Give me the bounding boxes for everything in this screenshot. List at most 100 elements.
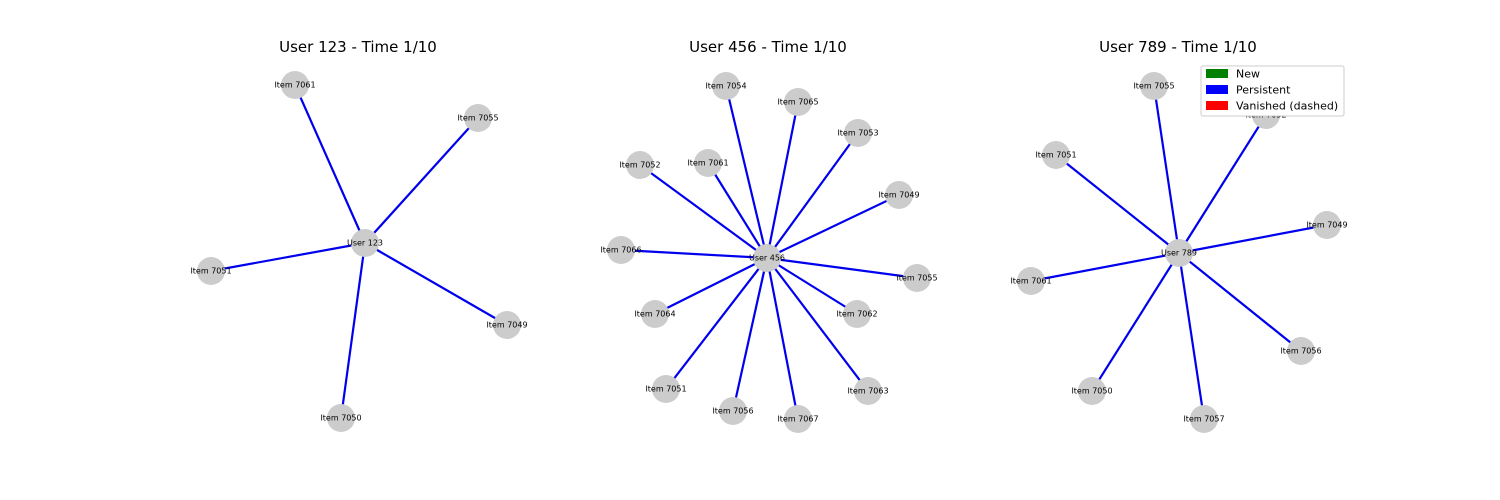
node-circle <box>784 405 812 433</box>
item-node: Item 7067 <box>777 405 819 433</box>
node-circle <box>626 151 654 179</box>
edge-persistent <box>766 194 900 259</box>
item-node: Item 7054 <box>705 72 747 100</box>
panel-title: User 789 - Time 1/10 <box>1099 38 1257 56</box>
edge-persistent <box>1177 252 1206 420</box>
node-label: Item 7055 <box>457 114 498 123</box>
node-circle <box>1042 141 1070 169</box>
legend-swatch-new <box>1206 69 1228 78</box>
node-label: Item 7061 <box>687 159 728 168</box>
node-label: Item 7061 <box>1010 277 1051 286</box>
edge-persistent <box>654 257 768 315</box>
item-node: Item 7049 <box>486 311 528 339</box>
item-node: Item 7061 <box>687 149 729 177</box>
node-label: Item 7061 <box>274 81 315 90</box>
edge-persistent <box>639 164 768 259</box>
edge-persistent <box>210 241 366 273</box>
node-circle <box>464 104 492 132</box>
item-node: Item 7057 <box>1183 405 1225 433</box>
user-node: User 456 <box>749 244 785 272</box>
node-label: Item 7063 <box>847 387 888 396</box>
edge-persistent <box>293 84 367 244</box>
node-circle <box>327 404 355 432</box>
edge-persistent <box>765 101 800 259</box>
item-node: Item 7051 <box>645 375 687 403</box>
edge-persistent <box>1091 252 1180 392</box>
edge-persistent <box>1055 154 1180 254</box>
edge-persistent <box>765 257 800 420</box>
item-node: Item 7051 <box>1035 141 1077 169</box>
edge-persistent <box>620 248 768 260</box>
item-node: Item 7064 <box>634 300 676 328</box>
node-label: User 123 <box>347 239 383 248</box>
panel-title: User 456 - Time 1/10 <box>689 38 847 56</box>
legend-frame <box>1200 65 1345 117</box>
node-label: Item 7049 <box>878 191 919 200</box>
item-node: Item 7061 <box>274 71 316 99</box>
node-label: Item 7056 <box>712 407 753 416</box>
node-circle <box>641 300 669 328</box>
node-circle <box>753 244 781 272</box>
node-circle <box>885 181 913 209</box>
node-label: Item 7051 <box>645 385 686 394</box>
node-circle <box>652 375 680 403</box>
legend-label-persistent: Persistent <box>1236 84 1291 97</box>
node-circle <box>281 71 309 99</box>
node-label: Item 7065 <box>777 98 818 107</box>
item-node: Item 7063 <box>847 377 889 405</box>
node-label: Item 7049 <box>1306 221 1347 230</box>
item-node: Item 7049 <box>1306 211 1348 239</box>
node-label: Item 7051 <box>190 267 231 276</box>
node-circle <box>719 397 747 425</box>
item-node: Item 7052 <box>619 151 661 179</box>
node-label: Item 7050 <box>1071 387 1112 396</box>
node-label: User 789 <box>1161 249 1197 258</box>
node-label: Item 7067 <box>777 415 818 424</box>
legend-swatch-persistent <box>1206 85 1228 94</box>
node-circle <box>712 72 740 100</box>
node-circle <box>844 119 872 147</box>
node-circle <box>1165 239 1193 267</box>
item-node: Item 7055 <box>1133 72 1175 100</box>
legend-label-new: New <box>1236 68 1260 81</box>
node-circle <box>197 257 225 285</box>
panel-title: User 123 - Time 1/10 <box>279 38 437 56</box>
item-node: Item 7051 <box>190 257 232 285</box>
edge-persistent <box>1178 223 1328 255</box>
item-node: Item 7055 <box>457 104 499 132</box>
node-circle <box>351 229 379 257</box>
edge-persistent <box>766 257 869 392</box>
node-label: Item 7056 <box>1280 347 1321 356</box>
item-node: Item 7050 <box>1071 377 1113 405</box>
item-node: Item 7049 <box>878 181 920 209</box>
node-circle <box>903 264 931 292</box>
item-node: Item 7050 <box>320 404 362 432</box>
item-node: Item 7055 <box>896 264 938 292</box>
node-label: Item 7064 <box>634 310 675 319</box>
item-node: Item 7056 <box>1280 337 1322 365</box>
node-circle <box>493 311 521 339</box>
item-node: Item 7065 <box>777 88 819 116</box>
node-circle <box>607 236 635 264</box>
edge-persistent <box>339 242 367 419</box>
item-node: Item 7053 <box>837 119 879 147</box>
user-node: User 123 <box>347 229 383 257</box>
node-circle <box>854 377 882 405</box>
edge-persistent <box>364 242 508 326</box>
legend: New Persistent Vanished (dashed) <box>1200 65 1345 117</box>
node-label: Item 7050 <box>320 414 361 423</box>
node-circle <box>1313 211 1341 239</box>
edge-persistent <box>724 85 769 259</box>
node-circle <box>1017 267 1045 295</box>
node-label: Item 7053 <box>837 129 878 138</box>
node-label: Item 7051 <box>1035 151 1076 160</box>
node-circle <box>784 88 812 116</box>
legend-label-vanished: Vanished (dashed) <box>1236 100 1338 113</box>
node-label: Item 7066 <box>600 246 641 255</box>
node-label: Item 7057 <box>1183 415 1224 424</box>
node-circle <box>1140 72 1168 100</box>
node-label: User 456 <box>749 254 785 263</box>
edge-persistent <box>766 256 918 280</box>
